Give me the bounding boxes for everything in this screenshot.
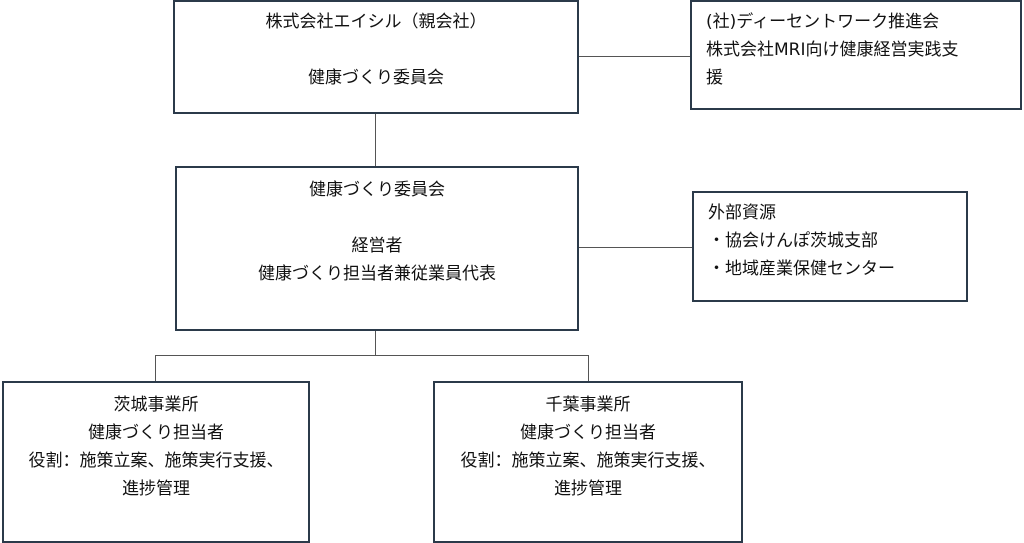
connector-parent-support bbox=[578, 56, 691, 57]
ibaraki-office-role-cont: 進捗管理 bbox=[122, 479, 190, 500]
parent-committee-name: 健康づくり委員会 bbox=[308, 68, 444, 89]
committee-member-representative: 健康づくり担当者兼従業員代表 bbox=[258, 264, 496, 285]
committee-title: 健康づくり委員会 bbox=[309, 180, 445, 200]
support-organization-box: (社)ディーセントワーク推進会 株式会社MRI向け健康経営実践支 援 bbox=[690, 0, 1022, 110]
connector-to-chiba bbox=[588, 355, 589, 382]
external-resource-item: ・地域産業保健センター bbox=[708, 259, 895, 280]
chiba-office-manager: 健康づくり担当者 bbox=[520, 423, 656, 444]
support-description: 株式会社MRI向け健康経営実践支 bbox=[706, 40, 959, 61]
external-resources-title: 外部資源 bbox=[708, 203, 776, 223]
chiba-office-name: 千葉事業所 bbox=[545, 395, 631, 415]
committee-member-executive: 経営者 bbox=[351, 236, 403, 257]
chiba-office-role-cont: 進捗管理 bbox=[554, 479, 622, 500]
connector-to-ibaraki bbox=[155, 355, 156, 382]
ibaraki-office-manager: 健康づくり担当者 bbox=[88, 423, 224, 444]
external-resources-box: 外部資源 ・協会けんぽ茨城支部 ・地域産業保健センター bbox=[692, 191, 968, 302]
ibaraki-office-box: 茨城事業所 健康づくり担当者 役割：施策立案、施策実行支援、 進捗管理 bbox=[2, 381, 310, 543]
parent-company-name: 株式会社エイシル（親会社） bbox=[265, 12, 487, 32]
connector-branch-horizontal bbox=[155, 355, 588, 356]
ibaraki-office-name: 茨城事業所 bbox=[113, 395, 199, 415]
ibaraki-office-role: 役割：施策立案、施策実行支援、 bbox=[28, 451, 284, 472]
connector-committee-external bbox=[578, 247, 693, 248]
parent-company-box: 株式会社エイシル（親会社） 健康づくり委員会 bbox=[173, 0, 579, 114]
chiba-office-role: 役割：施策立案、施策実行支援、 bbox=[460, 451, 716, 472]
external-resource-item: ・協会けんぽ茨城支部 bbox=[708, 231, 878, 252]
support-description-cont: 援 bbox=[706, 68, 723, 89]
health-committee-box: 健康づくり委員会 経営者 健康づくり担当者兼従業員代表 bbox=[175, 166, 579, 331]
connector-parent-committee bbox=[375, 113, 376, 167]
support-org-name: (社)ディーセントワーク推進会 bbox=[706, 12, 940, 32]
chiba-office-box: 千葉事業所 健康づくり担当者 役割：施策立案、施策実行支援、 進捗管理 bbox=[433, 381, 743, 543]
connector-committee-down bbox=[375, 330, 376, 355]
